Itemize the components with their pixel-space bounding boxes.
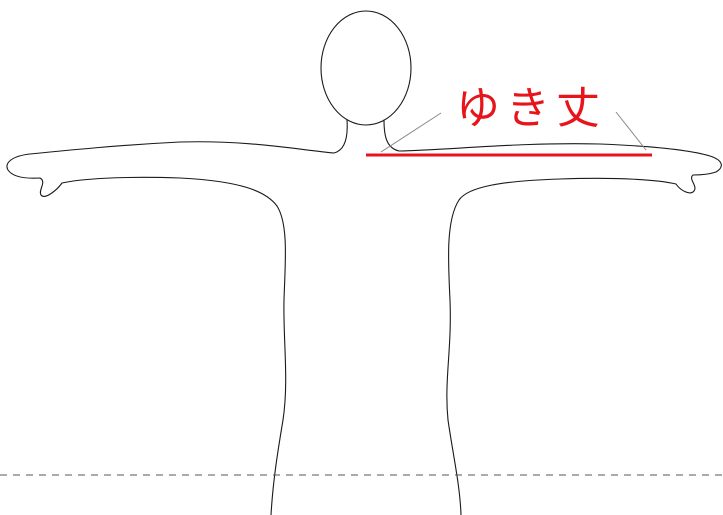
head-outline: [320, 10, 412, 126]
right-arm-outline: [383, 119, 722, 515]
sleeve-length-label: ゆき丈: [456, 83, 606, 134]
right-leader-line: [615, 111, 647, 151]
left-arm-outline: [6, 119, 348, 515]
left-leader-line: [380, 112, 442, 153]
